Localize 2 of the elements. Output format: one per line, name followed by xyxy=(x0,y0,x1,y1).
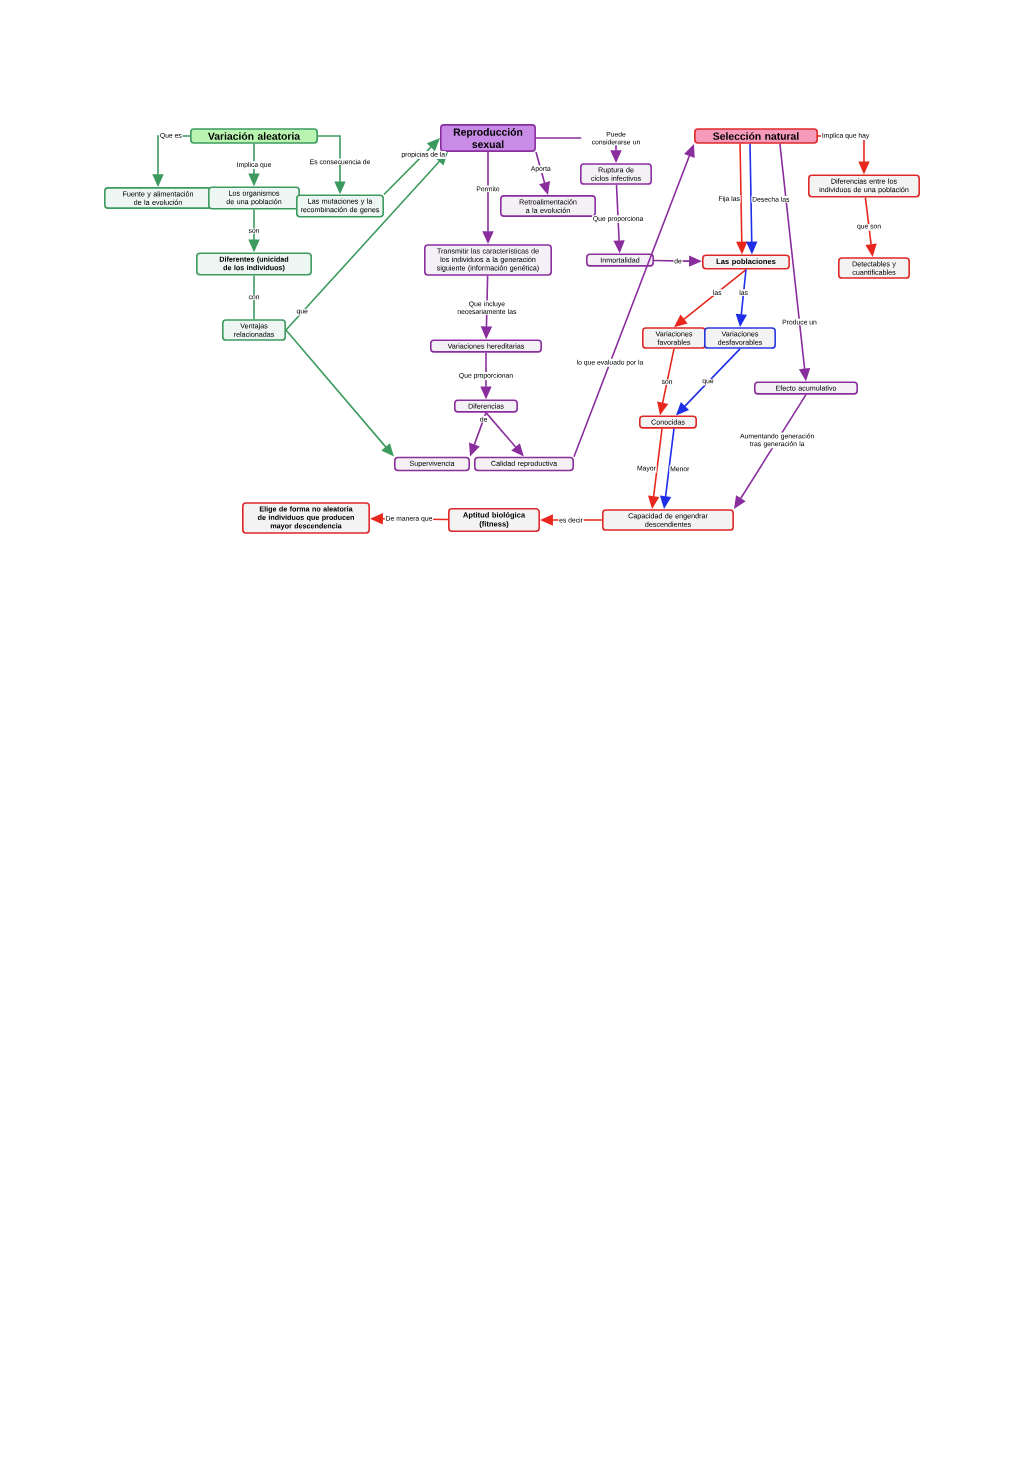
arrow xyxy=(285,152,448,331)
arrow xyxy=(383,138,440,196)
